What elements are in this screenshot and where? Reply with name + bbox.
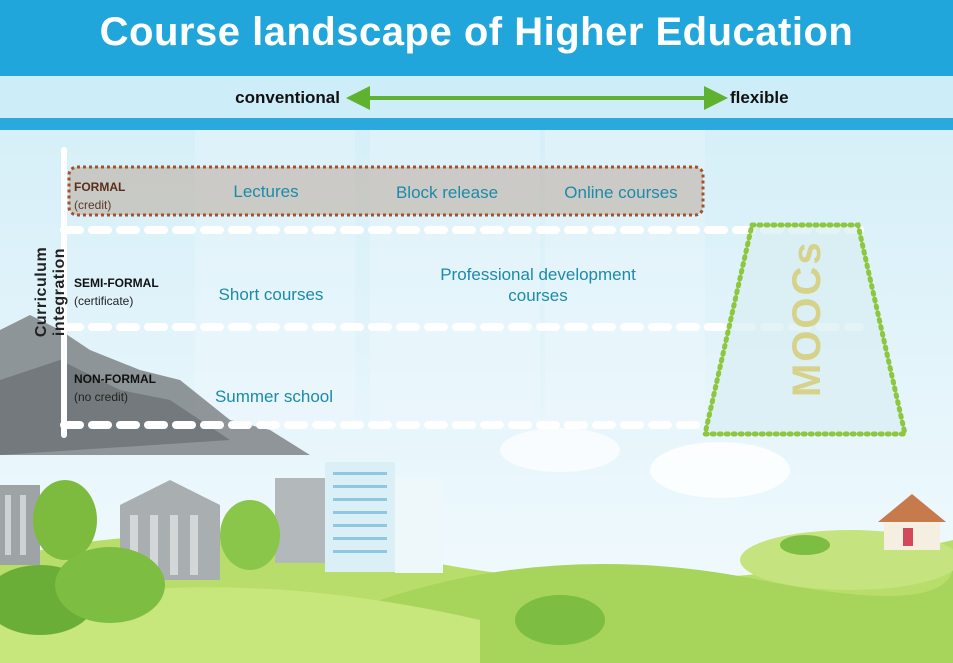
arrow-left-icon: [346, 86, 370, 110]
course-summer-school: Summer school: [214, 387, 334, 406]
row-title-formal: FORMAL: [74, 180, 126, 194]
row-subtitle-non-formal: (no credit): [74, 390, 129, 404]
row-title-non-formal: NON-FORMAL: [74, 372, 156, 386]
axis-bar-bottom: [0, 118, 953, 130]
course-online-courses: Online courses: [564, 183, 678, 202]
arrow-right-icon: [704, 86, 728, 110]
moocs-label: MOOCs: [785, 240, 829, 397]
row-title-semi-formal: SEMI-FORMAL: [74, 276, 159, 290]
y-axis-label: Curriculum integration: [33, 246, 68, 338]
course-short-courses: Short courses: [218, 285, 324, 304]
title-bar: [0, 0, 953, 76]
course-lectures: Lectures: [233, 182, 299, 201]
moocs-trapezoid: [701, 222, 909, 437]
axis-arrow: [346, 86, 728, 110]
formal-highlight-box: [67, 165, 705, 217]
course-block-release: Block release: [395, 183, 499, 202]
row-subtitle-semi-formal: (certificate): [74, 294, 134, 308]
course-professional-development: Professional development courses: [440, 265, 636, 305]
axis-label-conventional: conventional: [235, 88, 340, 107]
row-subtitle-formal: (credit): [74, 198, 112, 212]
axis-label-flexible: flexible: [730, 88, 789, 107]
page-title: Course landscape of Higher Education: [99, 10, 854, 54]
